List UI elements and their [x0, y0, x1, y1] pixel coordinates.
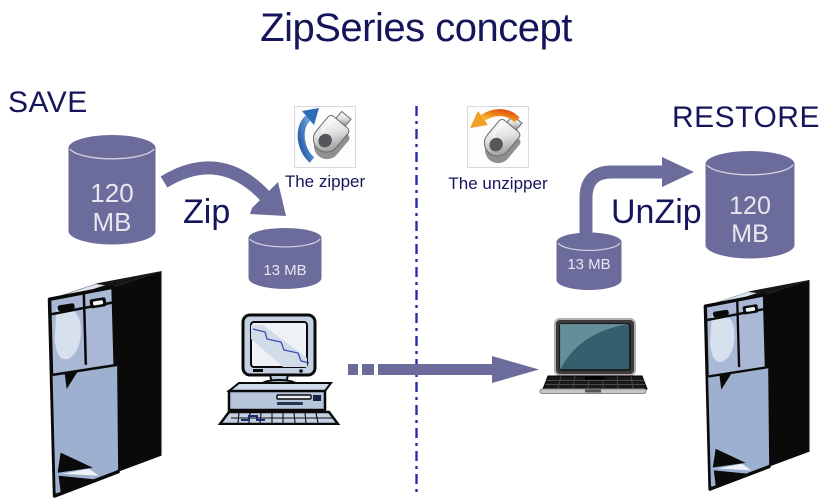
zip-arrow-icon	[160, 161, 286, 216]
laptop-icon	[539, 318, 648, 394]
transfer-arrow-icon	[348, 356, 539, 383]
server-tower-right-icon	[703, 279, 810, 491]
zipper-icon	[294, 106, 356, 168]
save-zipped-cylinder: 13 MB	[248, 228, 322, 289]
restore-size-line2: MB	[731, 220, 769, 248]
unzipper-icon	[467, 106, 529, 168]
unzipper-label: The unzipper	[448, 174, 548, 193]
unzip-arrow-icon	[579, 157, 694, 246]
unzip-action-label: UnZip	[611, 193, 702, 231]
restore-restored-cylinder: 120 MB	[705, 151, 795, 259]
section-divider	[415, 106, 418, 494]
save-zipped-size: 13 MB	[263, 262, 306, 279]
restore-heading: RESTORE	[672, 101, 820, 134]
server-tower-left-icon	[47, 271, 162, 498]
restore-zipped-size: 13 MB	[567, 256, 610, 273]
restore-size-line1: 120	[729, 192, 771, 220]
page-title: ZipSeries concept	[260, 6, 572, 50]
zipper-label: The zipper	[284, 172, 366, 191]
save-source-size-line1: 120	[90, 178, 133, 208]
zip-action-label: Zip	[183, 193, 231, 231]
desktop-computer-icon	[217, 313, 341, 425]
save-heading: SAVE	[8, 86, 88, 119]
save-source-cylinder: 120 MB	[68, 135, 156, 245]
save-source-size-line2: MB	[93, 207, 132, 237]
